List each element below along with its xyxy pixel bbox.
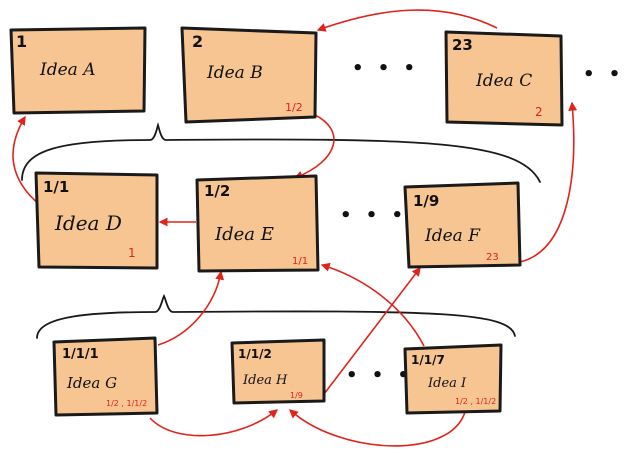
card-reference: 2 [535,105,543,119]
card-box [180,26,318,124]
link-g-to-e [157,270,225,346]
card-idea-i: 1/1/7 Idea I 1/2 , 1/1/2 [403,343,503,415]
card-number: 1/1/1 [62,347,99,362]
link-i-to-h [288,409,466,447]
card-number: 1/1/7 [411,353,445,367]
card-number: 1/1 [43,178,69,196]
link-b-to-e [293,114,335,180]
card-idea-c: 23 Idea C 2 [444,30,564,127]
ellipsis-level-1-end: • • • [583,64,629,85]
card-number: 1 [16,32,27,51]
card-title: Idea A [39,60,95,80]
link-g-to-h [149,409,279,437]
level-3-group-brace [36,293,516,339]
card-number: 1/2 [204,182,230,200]
card-title: Idea G [66,374,117,392]
link-c-to-b [316,9,498,32]
card-title: Idea E [214,224,274,245]
link-i-to-e [320,262,425,347]
card-title: Idea H [242,373,288,388]
card-box [34,171,159,270]
card-idea-g: 1/1/1 Idea G 1/2 , 1/1/2 [52,336,159,417]
card-title: Idea I [427,376,467,391]
card-number: 1/1/2 [238,347,272,361]
card-reference: 1/9 [290,391,303,400]
card-box [52,336,159,417]
card-number: 23 [452,36,473,54]
ellipsis-level-2: • • • [340,205,407,226]
card-box [195,174,320,273]
link-d-to-a [12,115,41,206]
level-2-group-brace [21,122,541,183]
ellipsis-level-1-mid: • • • [352,58,419,79]
card-box [403,343,503,415]
card-idea-a: 1 Idea A [9,26,147,115]
card-reference: 1/2 , 1/1/2 [106,399,147,408]
card-reference: 23 [486,252,499,263]
card-reference: 1/2 , 1/1/2 [455,397,496,406]
card-reference: 1 [128,246,136,260]
card-title: Idea B [206,63,263,83]
card-box [230,338,326,405]
card-number: 2 [192,32,203,51]
card-box [9,26,147,115]
card-title: Idea D [54,211,122,235]
card-box [444,30,564,127]
card-title: Idea C [475,71,532,91]
card-box [403,181,522,269]
card-reference: 1/1 [292,256,308,267]
card-idea-h: 1/1/2 Idea H 1/9 [230,338,326,405]
ellipsis-level-3: • • • [346,365,413,386]
link-layer [12,9,578,447]
card-idea-b: 2 Idea B 1/2 [180,26,318,124]
card-idea-e: 1/2 Idea E 1/1 [195,174,320,273]
link-h-to-f [320,266,421,399]
card-number: 1/9 [413,192,439,210]
card-idea-f: 1/9 Idea F 23 [403,181,522,269]
link-f-to-c [519,101,578,263]
card-title: Idea F [424,226,481,246]
card-reference: 1/2 [285,101,303,114]
card-idea-d: 1/1 Idea D 1 [34,171,159,270]
